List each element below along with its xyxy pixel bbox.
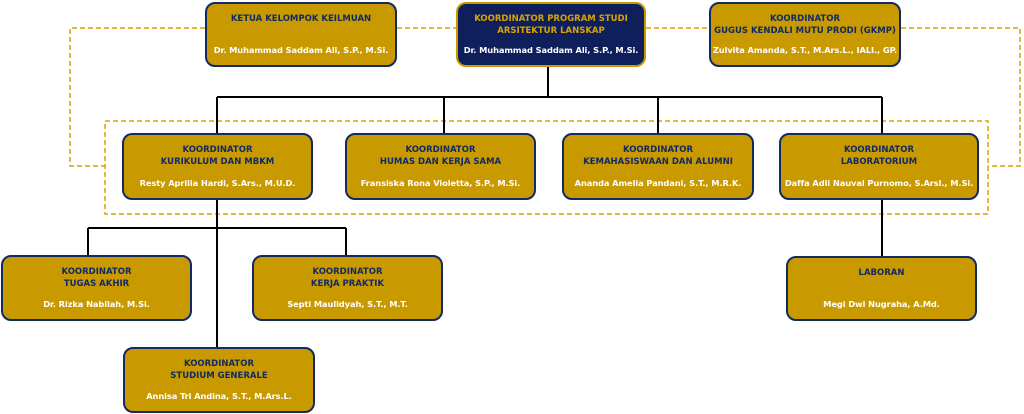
box-name: Dr. Rizka Nabilah, M.Si. [43, 299, 150, 309]
dashed-link-gkmp [901, 27, 1021, 167]
coordination-dashed-lines [69, 27, 1021, 215]
box-title: KOORDINATOR KEMAHASISWAAN DAN ALUMNI [583, 145, 733, 167]
box-gkmp: KOORDINATOR GUGUS KENDALI MUTU PRODI (GK… [709, 2, 901, 67]
box-laboran: LABORAN Megi Dwi Nugraha, A.Md. [786, 256, 977, 321]
box-name: Zulvita Amanda, S.T., M.Ars.L., IALI., G… [712, 45, 898, 55]
box-title: KOORDINATOR STUDIUM GENERALE [170, 359, 268, 381]
box-title: KOORDINATOR LABORATORIUM [840, 145, 918, 167]
box-name: Septi Maulidyah, S.T., M.T. [287, 299, 408, 309]
hierarchy-lines [87, 67, 883, 347]
box-name: Ananda Amelia Pandani, S.T., M.R.K. [574, 178, 742, 188]
box-kerja-praktik: KOORDINATOR KERJA PRAKTIK Septi Maulidya… [252, 255, 443, 321]
box-title: KOORDINATOR PROGRAM STUDI ARSITEKTUR LAN… [474, 14, 628, 36]
box-name: Dr. Muhammad Saddam Ali, S.P., M.Si. [463, 45, 639, 55]
box-koordinator-program-studi: KOORDINATOR PROGRAM STUDI ARSITEKTUR LAN… [456, 2, 646, 67]
box-tugas-akhir: KOORDINATOR TUGAS AKHIR Dr. Rizka Nabila… [1, 255, 192, 321]
box-name: Megi Dwi Nugraha, A.Md. [823, 299, 940, 309]
box-kemahasiswaan-alumni: KOORDINATOR KEMAHASISWAAN DAN ALUMNI Ana… [562, 133, 754, 200]
box-title: KOORDINATOR GUGUS KENDALI MUTU PRODI (GK… [714, 14, 896, 36]
box-name: Dr. Muhammad Saddam Ali, S.P., M.Si. [213, 45, 389, 55]
box-title: KOORDINATOR TUGAS AKHIR [61, 267, 132, 289]
box-kurikulum-mbkm: KOORDINATOR KURIKULUM DAN MBKM Resty Apr… [122, 133, 313, 200]
dashed-link-kkk [69, 27, 205, 167]
box-ketua-kelompok-keilmuan: KETUA KELOMPOK KEILMUAN Dr. Muhammad Sad… [205, 2, 397, 67]
box-title: KOORDINATOR KURIKULUM DAN MBKM [160, 145, 275, 167]
box-studium-generale: KOORDINATOR STUDIUM GENERALE Annisa Tri … [123, 347, 315, 413]
box-title: KOORDINATOR KERJA PRAKTIK [310, 267, 385, 289]
box-title: LABORAN [858, 268, 905, 278]
box-title: KOORDINATOR HUMAS DAN KERJA SAMA [379, 145, 502, 167]
box-name: Daffa Adli Nauval Purnomo, S.Arsl., M.Si… [784, 178, 974, 188]
box-title: KETUA KELOMPOK KEILMUAN [230, 14, 372, 24]
box-name: Resty Aprilia Hardi, S.Ars., M.U.D. [139, 178, 296, 188]
coordination-frame [104, 120, 989, 215]
box-name: Fransiska Rona Violetta, S.P., M.Si. [360, 178, 521, 188]
box-laboratorium: KOORDINATOR LABORATORIUM Daffa Adli Nauv… [779, 133, 979, 200]
box-humas-kerja-sama: KOORDINATOR HUMAS DAN KERJA SAMA Fransis… [345, 133, 536, 200]
box-name: Annisa Tri Andina, S.T., M.Ars.L. [146, 391, 292, 401]
